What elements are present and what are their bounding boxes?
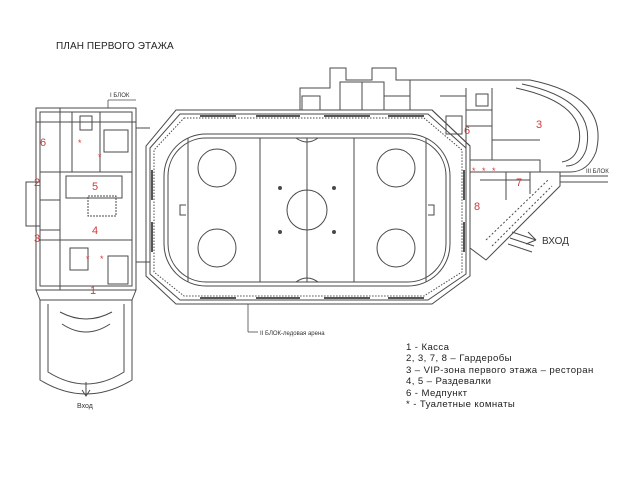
toilet-mark: * [482, 166, 486, 176]
label-leaders [107, 99, 258, 333]
block-3 [409, 79, 608, 261]
block-3-label: III БЛОК [586, 169, 609, 175]
toilet-mark: * [100, 254, 104, 264]
toilet-mark: * [86, 254, 90, 264]
room-1: 1 [90, 285, 96, 297]
room-8: 8 [474, 201, 480, 213]
toilet-mark: * [472, 166, 476, 176]
block-2-label: II БЛОК-ледовая арена [260, 331, 325, 337]
arena-seating [151, 115, 465, 299]
room-5: 5 [92, 181, 98, 193]
legend-item: 3 – VIP-зона первого этажа – ресторан [406, 364, 594, 376]
room-2: 2 [34, 177, 40, 189]
block-1-label: I БЛОК [110, 93, 130, 99]
arena-shell [145, 109, 471, 305]
legend-item: 6 - Медпункт [406, 387, 468, 399]
room-4: 4 [92, 225, 98, 237]
room-6-right: 6 [464, 125, 470, 137]
room-6: 6 [40, 137, 46, 149]
block-1 [25, 107, 150, 291]
toilet-mark: * [98, 152, 102, 162]
legend-item: 1 - Касса [406, 342, 450, 353]
room-7: 7 [516, 177, 522, 189]
bottom-entrance-arrow [81, 382, 91, 397]
entrance-rotunda [35, 289, 137, 395]
main-entrance-label: ВХОД [542, 236, 569, 247]
legend-item: 2, 3, 7, 8 – Гардеробы [406, 353, 512, 365]
top-building [299, 67, 411, 111]
room-3-vip: 3 [536, 119, 542, 131]
room-3-left: 3 [34, 233, 40, 245]
entrance-arrow [507, 231, 537, 253]
plan-title: ПЛАН ПЕРВОГО ЭТАЖА [56, 41, 174, 52]
toilet-mark: * [78, 138, 82, 148]
hockey-rink [163, 133, 451, 287]
toilet-mark: * [492, 166, 496, 176]
legend: 1 - Касса 2, 3, 7, 8 – Гардеробы 3 – VIP… [406, 342, 594, 410]
legend-item: * - Туалетные комнаты [406, 399, 516, 411]
legend-item: 4, 5 – Раздевалки [406, 376, 492, 388]
bottom-entrance-label: Вход [77, 403, 93, 410]
